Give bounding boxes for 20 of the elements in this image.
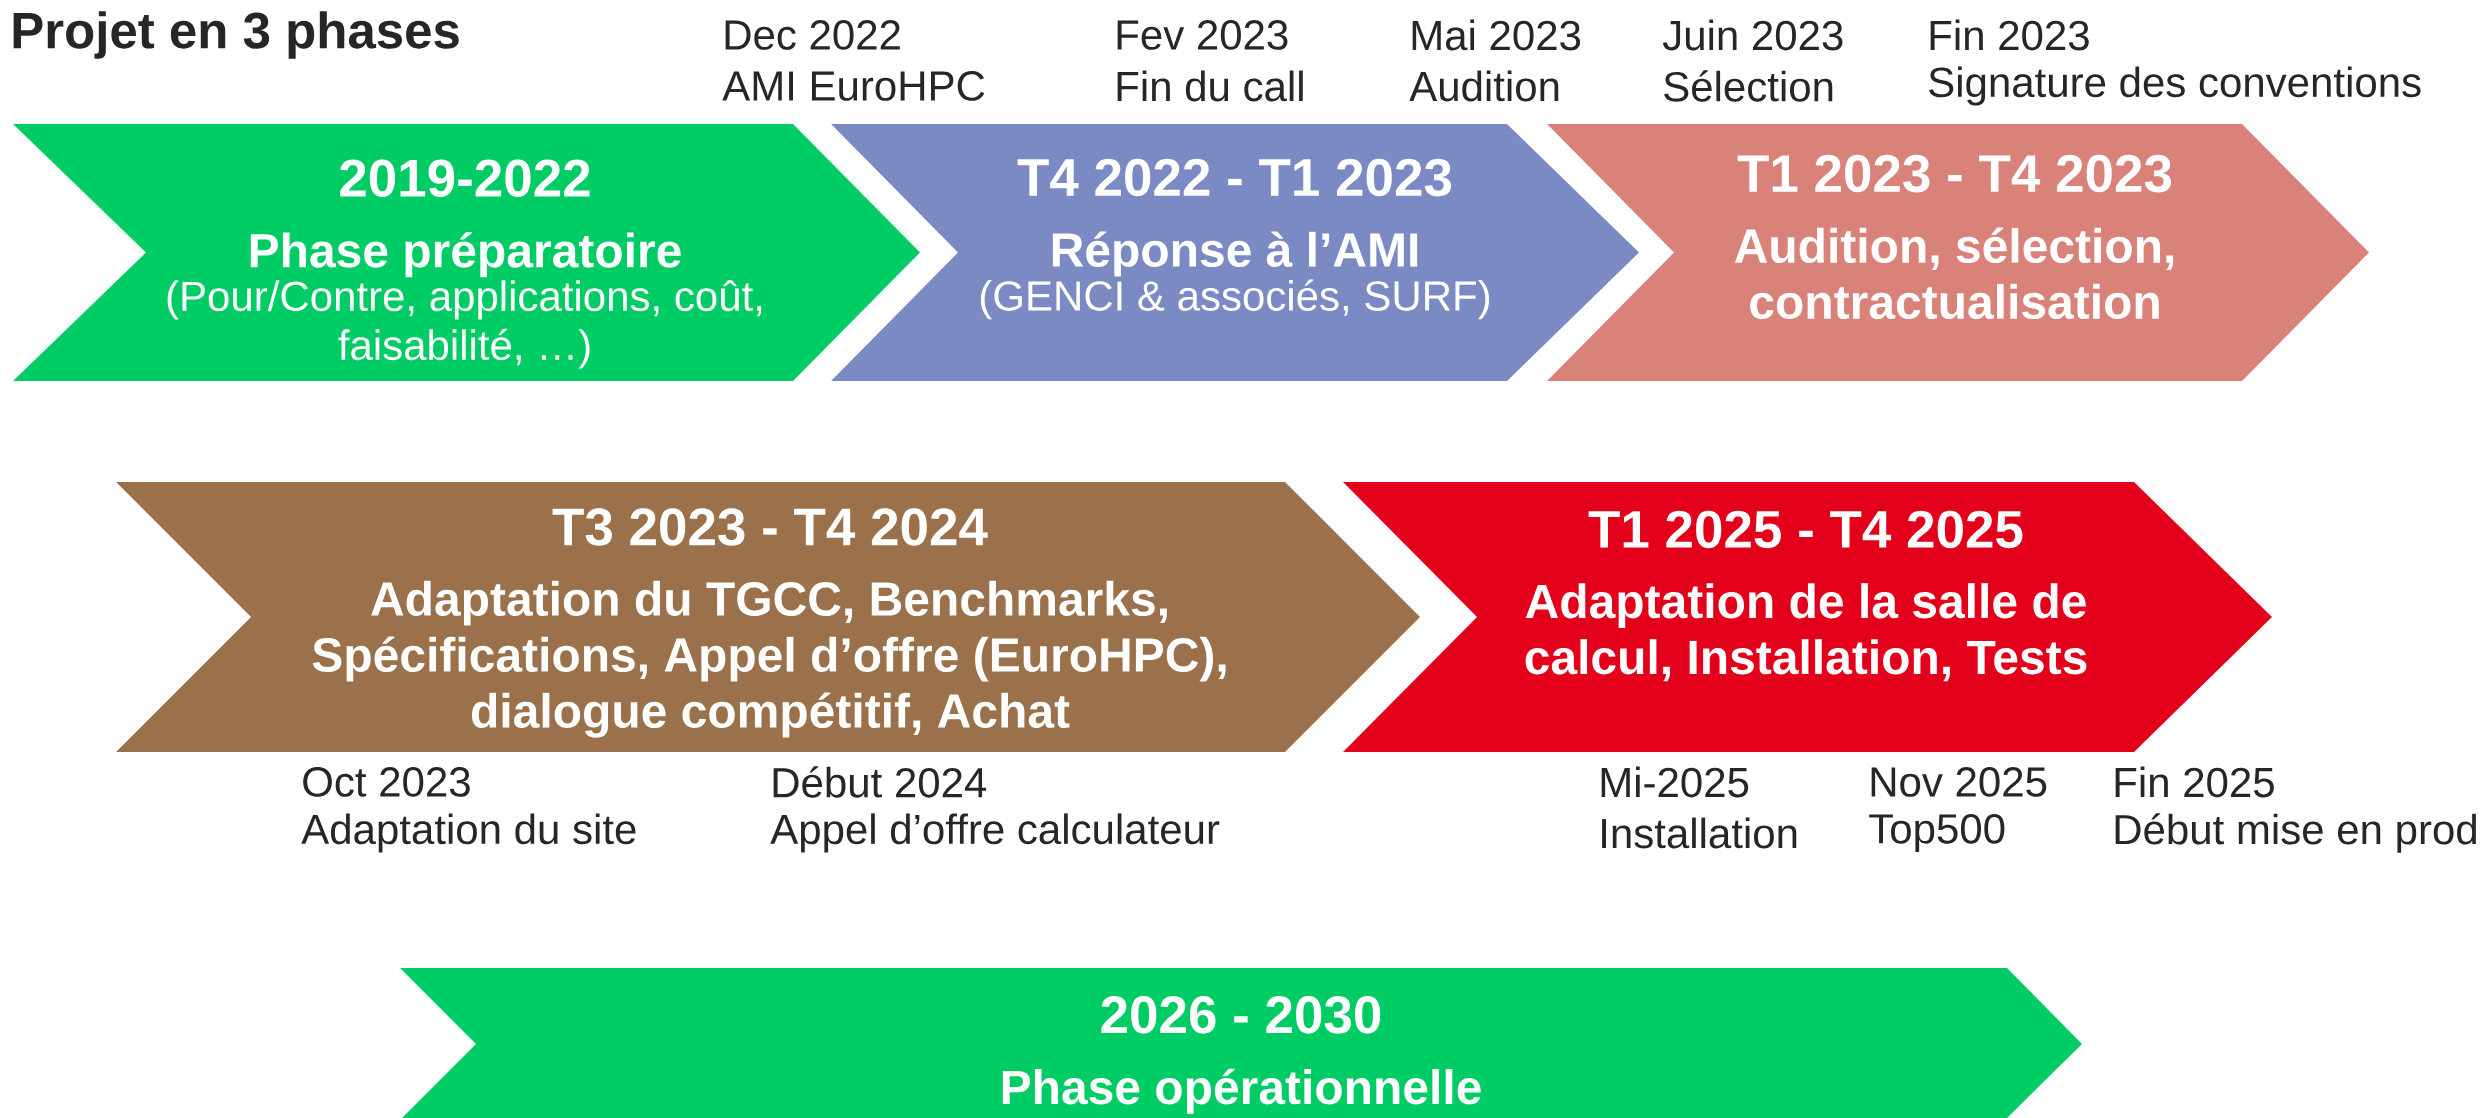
event-label: Adaptation du site — [301, 813, 636, 853]
event-label: Audition — [1409, 70, 1559, 102]
event-label: Sélection — [1664, 70, 1833, 102]
event-label: Début mise en prod — [2115, 813, 2476, 853]
phase-banner: T1 2023 - T4 2023 Audition, sélection, contractualisation — [1547, 124, 2369, 381]
date-label: Fev 2023 — [1117, 20, 1288, 50]
phase-banner: T4 2022 - T1 2023 Réponse à l’AMI (GENCI & associés, SURF) — [831, 124, 1639, 381]
event-label: Appel d’offre calculateur — [770, 813, 1220, 853]
phase-banner: 2026 - 2030 Phase opérationnelle — [400, 968, 2082, 1118]
phase-banner: T3 2023 - T4 2024 Adaptation du TGCC, Benchmarks, Spécifications, Appel d’offre (EuroHPC), dialogue compétitif, Achat — [116, 482, 1420, 752]
event-label: Installation — [1602, 817, 1797, 849]
date-label: Mai 2023 — [1412, 19, 1581, 51]
date-label: Juin 2023 — [1662, 19, 1843, 51]
title: Projet en 3 phases — [13, 11, 459, 59]
event-label: AMI EuroHPC — [722, 71, 985, 101]
event-label: Top500 — [1869, 813, 2005, 852]
date-label: Fin 2023 — [1930, 19, 2089, 51]
phase-banner: 2019-2022 Phase préparatoire (Pour/Contre, applications, coût, faisabilité, …) — [13, 124, 920, 381]
date-label: Dec 2022 — [725, 20, 900, 50]
phase-banner: T1 2025 - T4 2025 Adaptation de la salle de calcul, Installation, Tests — [1343, 482, 2272, 752]
